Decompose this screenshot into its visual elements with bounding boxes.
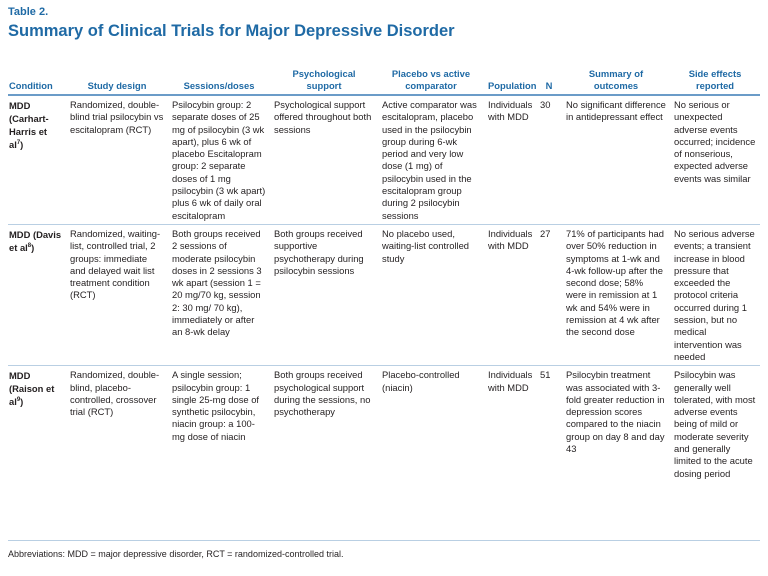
- cell-side-effects: No serious or unexpected adverse events …: [674, 99, 756, 184]
- cell-summary-outcomes: 71% of participants had over 50% reducti…: [562, 223, 670, 366]
- cell-sessions-doses: Psilocybin group: 2 separate doses of 25…: [172, 99, 266, 221]
- cell-condition: MDD (Davis et al8): [8, 223, 66, 366]
- cell-study-design: Randomized, waiting-list, controlled tri…: [66, 223, 168, 366]
- header-sessions-doses: Sessions/doses: [168, 51, 270, 96]
- header-n: N: [536, 51, 562, 96]
- cell-population: Individuals with MDD: [484, 223, 536, 366]
- header-population: Population: [484, 51, 536, 96]
- cell-population: Individuals with MDD: [484, 365, 536, 482]
- cell-condition: MDD (Raison et al9): [8, 365, 66, 482]
- header-psychological-support: Psychological support: [270, 51, 378, 96]
- reference-number: 8: [27, 242, 32, 249]
- condition-text: MDD (Carhart-Harris et al: [9, 100, 49, 150]
- condition-close: ): [31, 241, 35, 253]
- reference-number: 9: [16, 397, 21, 404]
- reference-number: 7: [16, 139, 21, 146]
- cell-summary-outcomes: Psilocybin treatment was associated with…: [562, 365, 670, 482]
- header-summary-outcomes: Summary of outcomes: [562, 51, 670, 96]
- cell-psychological-support: Psychological support offered throughout…: [274, 99, 372, 135]
- condition-text: MDD (Davis et al: [9, 228, 62, 253]
- footnote-divider: [8, 540, 760, 541]
- table-row: MDD (Davis et al8) Randomized, waiting-l…: [8, 223, 760, 366]
- cell-sessions-doses: A single session; psilocybin group: 1 si…: [168, 365, 270, 482]
- cell-n: 30: [540, 99, 551, 110]
- footnote: Abbreviations: MDD = major depressive di…: [8, 549, 344, 559]
- cell-summary-outcomes: No significant difference in antidepress…: [566, 99, 666, 123]
- cell-n: 51: [536, 365, 562, 482]
- header-row: Condition Study design Sessions/doses Ps…: [8, 51, 760, 96]
- condition-text: MDD (Raison et al: [9, 370, 55, 408]
- cell-n: 27: [536, 223, 562, 366]
- cell-study-design: Randomized, double-blind trial psilocybi…: [70, 99, 164, 135]
- cell-comparator: Placebo-controlled (niacin): [378, 365, 484, 482]
- cell-condition: MDD (Carhart-Harris et al7): [8, 95, 66, 224]
- header-comparator: Placebo vs active comparator: [378, 51, 484, 96]
- cell-sessions-doses: Both groups received 2 sessions of moder…: [168, 223, 270, 366]
- cell-comparator: Active comparator was escitalopram, plac…: [382, 99, 477, 221]
- table-row: MDD (Carhart-Harris et al7) Randomized, …: [8, 95, 760, 224]
- condition-close: ): [20, 396, 24, 408]
- cell-psychological-support: Both groups received psychological suppo…: [270, 365, 378, 482]
- cell-psychological-support: Both groups received supportive psychoth…: [270, 223, 378, 366]
- cell-population: Individuals with MDD: [488, 99, 533, 123]
- table-title: Summary of Clinical Trials for Major Dep…: [8, 22, 455, 40]
- clinical-trials-table: Condition Study design Sessions/doses Ps…: [8, 51, 760, 482]
- header-condition: Condition: [8, 51, 66, 96]
- table-row: MDD (Raison et al9) Randomized, double-b…: [8, 365, 760, 482]
- cell-side-effects: Psilocybin was generally well tolerated,…: [670, 365, 760, 482]
- condition-close: ): [20, 139, 24, 150]
- header-side-effects: Side effects reported: [670, 51, 760, 96]
- table-label: Table 2.: [8, 6, 49, 18]
- cell-side-effects: No serious adverse events; a transient i…: [670, 223, 760, 366]
- cell-study-design: Randomized, double-blind, placebo-contro…: [66, 365, 168, 482]
- header-study-design: Study design: [66, 51, 168, 96]
- cell-comparator: No placebo used, waiting-list controlled…: [378, 223, 484, 366]
